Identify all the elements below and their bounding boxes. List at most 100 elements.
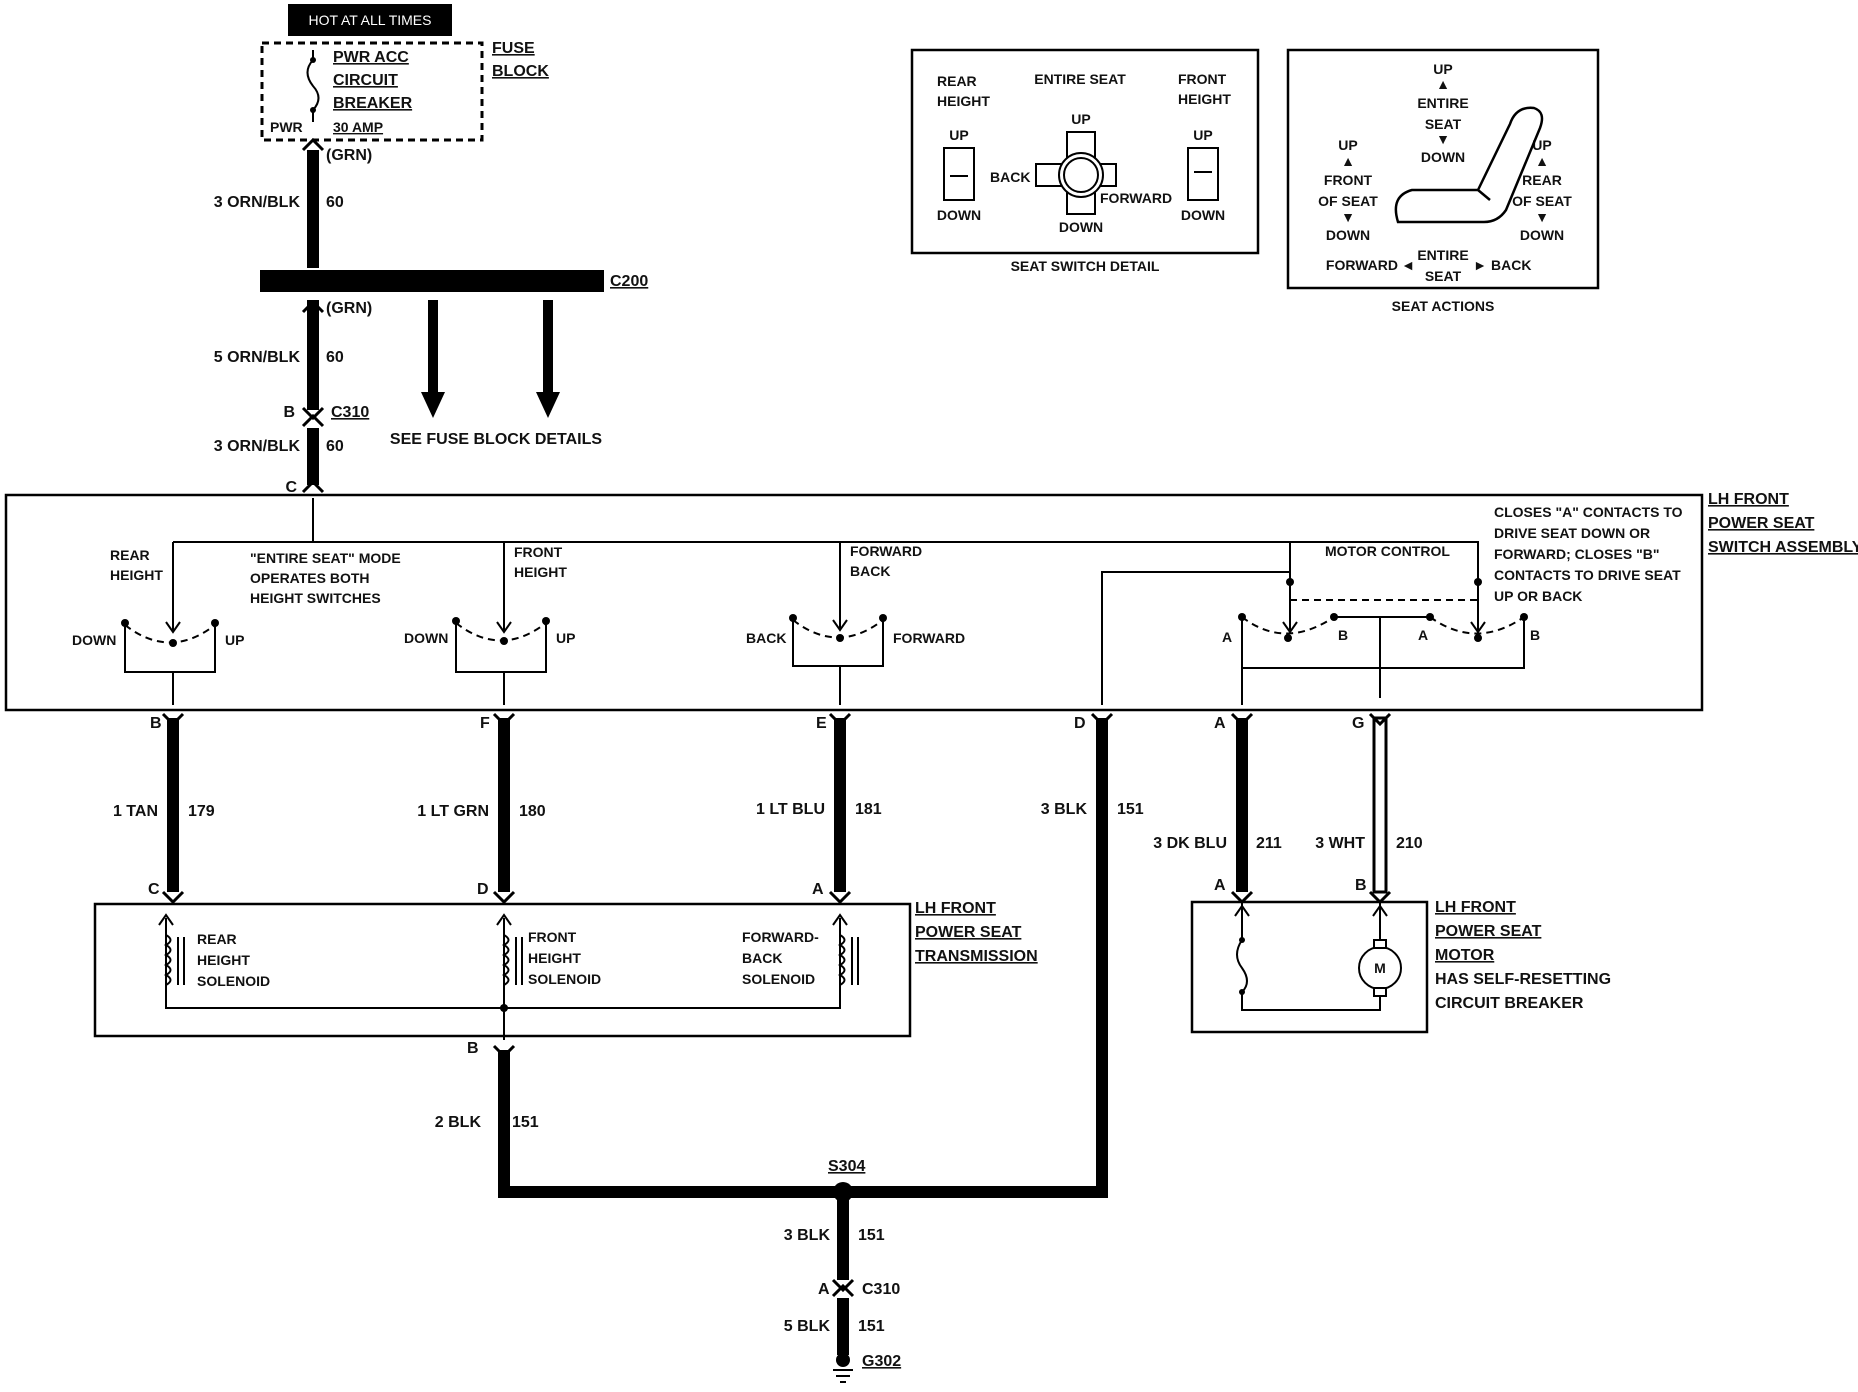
motor-outline [1190, 900, 1429, 1034]
rear-wire-gauge: 1 TAN [113, 803, 158, 820]
c310-lower-connector [831, 1278, 855, 1298]
svg-text:▼: ▼ [1535, 209, 1549, 225]
contact-b-2: B [1530, 627, 1540, 643]
svg-text:◄: ◄ [1401, 257, 1415, 273]
c310-upper-connector [301, 406, 325, 428]
contact-b-1: B [1338, 627, 1348, 643]
closes-note-4: CONTACTS TO DRIVE SEAT [1494, 567, 1681, 583]
mid-wire-circuit: 60 [326, 349, 344, 366]
entire-seat-note-2: OPERATES BOTH [250, 570, 370, 586]
c310-lower-label: C310 [862, 1281, 900, 1298]
final-ground-circuit: 151 [858, 1318, 885, 1335]
contact-a-1: A [1222, 629, 1232, 645]
ssd-center-up: UP [1071, 111, 1090, 127]
ground-path: B 2 BLK 151 S304 3 BLK 151 A C310 5 BLK … [435, 1040, 1108, 1383]
transmission-outline [93, 902, 912, 1038]
sa-rear-up: UP [1532, 137, 1551, 153]
fb-solenoid-1: FORWARD- [742, 929, 819, 945]
motor-symbol-label: M [1374, 960, 1386, 976]
feed-wires: (GRN) 3 ORN/BLK 60 C200 (GRN) 5 ORN/BLK … [214, 137, 648, 496]
sa-entire-1: ENTIRE [1417, 247, 1468, 263]
fwd-wire-pin-top: E [816, 715, 827, 732]
motor-title-2: POWER SEAT [1435, 923, 1542, 940]
front-height-label-1: FRONT [514, 544, 563, 560]
transmission-title-3: TRANSMISSION [915, 948, 1038, 965]
motor-b-circuit: 210 [1396, 835, 1423, 852]
sa-front-up: UP [1338, 137, 1357, 153]
mid-wire-connector-color: (GRN) [326, 300, 372, 317]
fuse-block-outline [260, 41, 484, 142]
fwd-wire-gauge: 1 LT BLU [756, 801, 825, 818]
c310-upper-pin-c: C [285, 479, 297, 496]
transmission-title-1: LH FRONT [915, 900, 996, 917]
front-height-down: DOWN [404, 630, 448, 646]
rear-wire-pin-top: B [150, 715, 162, 732]
forward-back-forward: FORWARD [893, 630, 965, 646]
fuse-block-label-2: BLOCK [492, 63, 549, 80]
sa-forward: FORWARD [1326, 257, 1398, 273]
motor-a-pin-top: A [1214, 715, 1226, 732]
see-fuse-block-label: SEE FUSE BLOCK DETAILS [390, 431, 602, 448]
ground-symbol [833, 1369, 853, 1383]
svg-text:▼: ▼ [1436, 131, 1450, 147]
fb-solenoid-3: SOLENOID [742, 971, 815, 987]
motor-title-3: MOTOR [1435, 947, 1495, 964]
rear-height-switch: REAR HEIGHT DOWN UP [72, 547, 244, 705]
sa-front-of-seat: OF SEAT [1318, 193, 1378, 209]
motor-a-pin-bottom: A [1214, 877, 1226, 894]
sa-caption: SEAT ACTIONS [1392, 298, 1495, 314]
splice-down-gauge: 3 BLK [784, 1227, 831, 1244]
seat-actions: UP ▲ ENTIRE SEAT ▼ DOWN UP ▲ FRONT OF SE… [1286, 48, 1600, 314]
svg-text:▲: ▲ [1535, 153, 1549, 169]
motor-control-label: MOTOR CONTROL [1325, 543, 1450, 559]
rear-height-label-1: REAR [110, 547, 150, 563]
svg-text:▲: ▲ [1341, 153, 1355, 169]
sa-entire-down: DOWN [1421, 149, 1465, 165]
g302-label: G302 [862, 1353, 901, 1370]
breaker-label-2: CIRCUIT [333, 72, 398, 89]
motor-a-circuit: 211 [1256, 835, 1282, 852]
amp-rating: 30 AMP [333, 119, 383, 135]
trans-ground-circuit: 151 [512, 1114, 539, 1131]
front-solenoid-1: FRONT [528, 929, 577, 945]
c310-upper-label: C310 [331, 404, 369, 421]
rear-wire-circuit: 179 [188, 803, 215, 820]
forward-back-coil [837, 934, 846, 986]
switch-feed-gauge: 3 ORN/BLK [214, 438, 301, 455]
c200-label: C200 [610, 273, 648, 290]
output-wires: B 1 TAN 179 C F 1 LT GRN 180 D E 1 LT BL… [113, 712, 1423, 1192]
switch-assembly-title-1: LH FRONT [1708, 491, 1789, 508]
motor-note-2: CIRCUIT BREAKER [1435, 995, 1584, 1012]
forward-back-back: BACK [746, 630, 786, 646]
ssd-back: BACK [990, 169, 1030, 185]
front-height-coil [501, 934, 510, 986]
fb-solenoid-2: BACK [742, 950, 782, 966]
sa-rear-of-seat: OF SEAT [1512, 193, 1572, 209]
switch-ground-gauge: 3 BLK [1041, 801, 1088, 818]
fuse-block: HOT AT ALL TIMES PWR ACC CIRCUIT BREAKER… [260, 4, 549, 142]
front-wire-circuit: 180 [519, 803, 546, 820]
breaker-label-3: BREAKER [333, 95, 413, 112]
pwr-label: PWR [270, 119, 303, 135]
sa-front-label: FRONT [1324, 172, 1373, 188]
front-wire-pin-bottom: D [477, 881, 489, 898]
fuse-block-label-1: FUSE [492, 40, 535, 57]
front-solenoid-3: SOLENOID [528, 971, 601, 987]
transmission-title-2: POWER SEAT [915, 924, 1022, 941]
front-height-switch: FRONT HEIGHT DOWN UP [404, 544, 575, 705]
ssd-entire-seat: ENTIRE SEAT [1034, 71, 1126, 87]
top-wire-gauge: 3 ORN/BLK [214, 194, 301, 211]
motor-b-gauge: 3 WHT [1315, 835, 1365, 852]
motor-title-1: LH FRONT [1435, 899, 1516, 916]
sa-entire-2: SEAT [1425, 268, 1462, 284]
s304-splice [833, 1182, 853, 1202]
front-height-rocker [1187, 147, 1219, 201]
closes-note-3: FORWARD; CLOSES "B" [1494, 546, 1659, 562]
rear-solenoid-1: REAR [197, 931, 237, 947]
final-ground-gauge: 5 BLK [784, 1318, 831, 1335]
sa-rear-down: DOWN [1520, 227, 1564, 243]
entire-seat-note-1: "ENTIRE SEAT" MODE [250, 550, 401, 566]
motor-b-pin-bottom: B [1355, 877, 1367, 894]
forward-back-label-1: FORWARD [850, 543, 922, 559]
switch-ground-pin: D [1074, 715, 1086, 732]
